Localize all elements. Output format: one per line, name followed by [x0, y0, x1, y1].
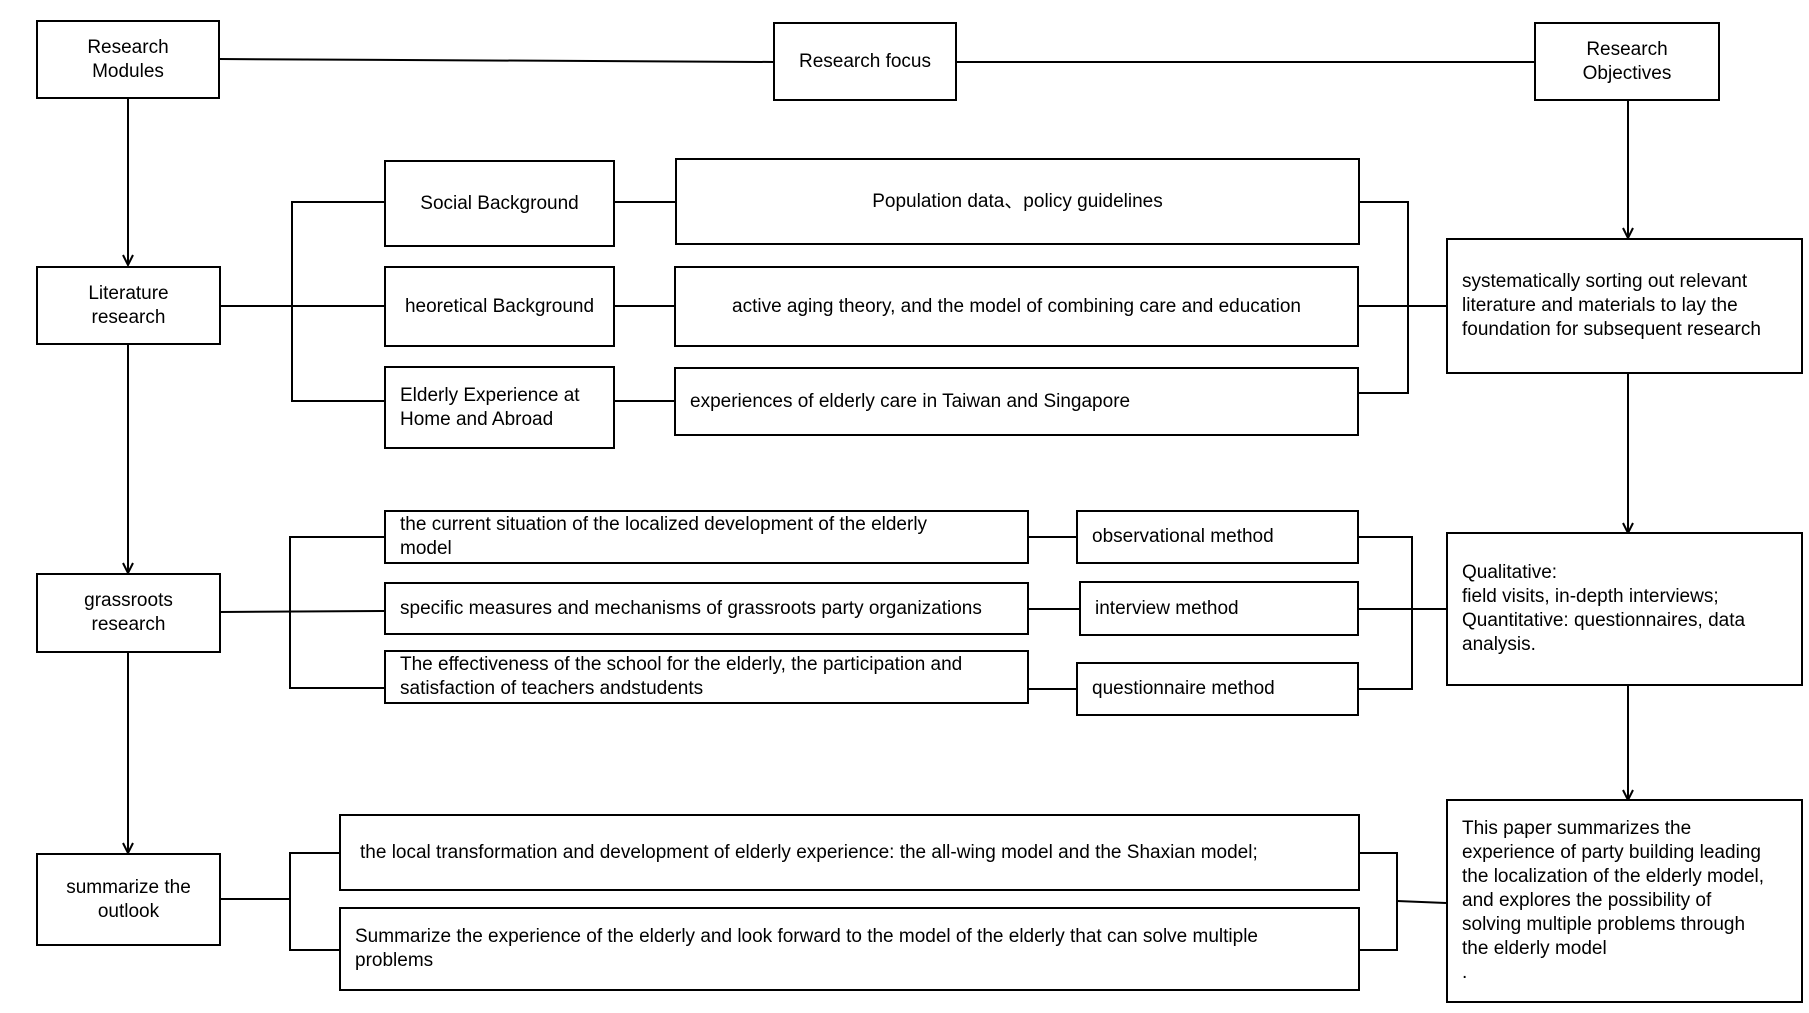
grassroots-method-box: interview method — [1079, 581, 1359, 636]
grassroots-right-bracket — [1358, 536, 1413, 690]
literature-detail-label: Population data、policy guidelines — [872, 190, 1163, 212]
grassroots-topic-label: specific measures and mechanisms of gras… — [400, 597, 982, 619]
objective-summarize-box: This paper summarizes the experience of … — [1446, 799, 1803, 1003]
grassroots-bracket — [289, 536, 384, 689]
research-focus-header: Research focus — [773, 22, 957, 101]
literature-right-bracket — [1358, 201, 1409, 394]
grassroots-topic-label: the current situation of the localized d… — [400, 514, 928, 559]
outlook-topic-label: Summarize the experience of the elderly … — [355, 926, 1258, 971]
grassroots-method-box: questionnaire method — [1076, 662, 1359, 716]
objective-summarize-label: This paper summarizes the experience of … — [1462, 818, 1765, 983]
module-literature-research: Literature research — [36, 266, 221, 345]
research-focus-label: Research focus — [798, 50, 931, 72]
grassroots-topic-box: The effectiveness of the school for the … — [384, 650, 1029, 704]
outlook-right-bracket — [1358, 852, 1398, 951]
literature-topic-box: Social Background — [384, 160, 615, 247]
literature-detail-label: experiences of elderly care in Taiwan an… — [690, 390, 1131, 412]
outlook-topic-box: the local transformation and development… — [339, 814, 1360, 891]
outlook-topic-label: the local transformation and development… — [360, 841, 1258, 863]
header-connector-left — [218, 58, 775, 63]
literature-detail-box: active aging theory, and the model of co… — [674, 266, 1359, 347]
grassroots-method-label: interview method — [1095, 597, 1239, 619]
grassroots-method-label: questionnaire method — [1092, 678, 1275, 699]
research-modules-header: Research Modules — [36, 20, 220, 99]
literature-topic-label: heoretical Background — [404, 295, 595, 317]
objective-grassroots-box: Qualitative: field visits, in-depth inte… — [1446, 532, 1803, 686]
literature-bracket — [291, 201, 384, 402]
research-objectives-label: Research Objectives — [1582, 38, 1672, 84]
module-summarize-outlook: summarize the outlook — [36, 853, 221, 946]
grassroots-branch-line — [219, 610, 385, 613]
module-grassroots-label: grassroots research — [84, 590, 173, 635]
module-literature-label: Literature research — [88, 282, 169, 328]
grassroots-topic-label: The effectiveness of the school for the … — [400, 654, 963, 699]
module-grassroots-research: grassroots research — [36, 573, 221, 653]
literature-topic-box: heoretical Background — [384, 266, 615, 347]
research-modules-label: Research Modules — [87, 36, 169, 82]
grassroots-topic-box: the current situation of the localized d… — [384, 510, 1029, 564]
module-summarize-label: summarize the outlook — [66, 876, 191, 922]
literature-topic-box: Elderly Experience at Home and Abroad — [384, 366, 615, 449]
grassroots-method-label: observational method — [1092, 526, 1274, 547]
objective-grassroots-label: Qualitative: field visits, in-depth inte… — [1462, 562, 1746, 655]
literature-detail-label: active aging theory, and the model of co… — [732, 295, 1301, 317]
grassroots-method-box: observational method — [1076, 510, 1359, 564]
literature-topic-label: Elderly Experience at Home and Abroad — [400, 384, 580, 430]
objective-literature-label: systematically sorting out relevant lite… — [1462, 271, 1761, 340]
literature-detail-box: experiences of elderly care in Taiwan an… — [674, 367, 1359, 436]
outlook-topic-box: Summarize the experience of the elderly … — [339, 907, 1360, 991]
literature-topic-label: Social Background — [420, 192, 579, 214]
outlook-bracket — [289, 852, 339, 951]
research-objectives-header: Research Objectives — [1534, 22, 1720, 101]
outlook-to-objective-line — [1396, 900, 1447, 904]
objective-literature-box: systematically sorting out relevant lite… — [1446, 238, 1803, 374]
grassroots-topic-box: specific measures and mechanisms of gras… — [384, 582, 1029, 635]
literature-detail-box: Population data、policy guidelines — [675, 158, 1360, 245]
